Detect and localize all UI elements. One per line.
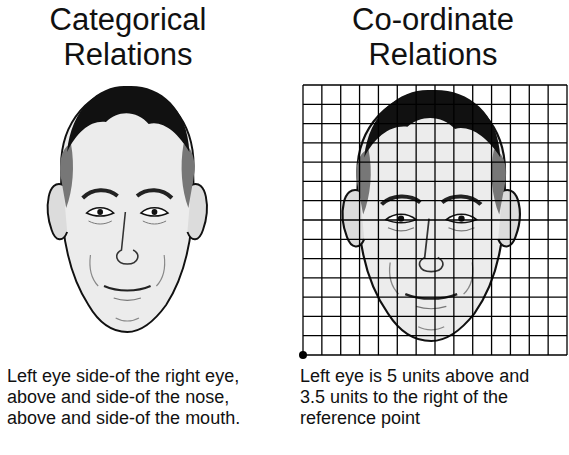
hair bbox=[67, 86, 189, 152]
grid-line bbox=[303, 84, 567, 85]
grid-line bbox=[303, 181, 567, 182]
nose bbox=[420, 219, 443, 272]
grid-line bbox=[303, 104, 567, 105]
eye bbox=[87, 208, 114, 216]
pupil bbox=[152, 209, 158, 215]
face-drawing bbox=[48, 86, 207, 332]
grid-line bbox=[303, 335, 567, 336]
eye-bag bbox=[388, 228, 414, 231]
grid-line bbox=[303, 219, 567, 220]
chin-line bbox=[418, 327, 444, 330]
reference-point bbox=[299, 351, 307, 359]
pupil bbox=[398, 216, 404, 222]
eyebrow bbox=[83, 190, 118, 198]
lip bbox=[114, 298, 141, 300]
side-hair bbox=[182, 144, 195, 208]
cheek-line bbox=[156, 255, 164, 286]
grid-line bbox=[303, 296, 567, 297]
lip bbox=[416, 306, 446, 308]
grid-line bbox=[303, 142, 567, 143]
eye bbox=[386, 214, 416, 222]
eye bbox=[141, 208, 168, 216]
grid-line bbox=[303, 123, 567, 124]
nose bbox=[117, 212, 138, 264]
panel-title: Co-ordinate Relations bbox=[318, 2, 548, 72]
grid-line bbox=[303, 239, 567, 240]
mouth bbox=[104, 286, 151, 291]
eye bbox=[446, 214, 476, 222]
caption-text: Left eye is 5 units above and 3.5 units … bbox=[300, 366, 555, 429]
eye-bag bbox=[143, 221, 166, 224]
grid-line bbox=[303, 200, 567, 201]
mouth bbox=[405, 294, 457, 299]
face-drawing bbox=[343, 90, 520, 341]
coordinate-grid bbox=[303, 85, 567, 355]
eye-bag bbox=[89, 221, 112, 224]
grid-line bbox=[303, 316, 567, 317]
pupil bbox=[458, 216, 464, 222]
eye-bag bbox=[448, 228, 474, 231]
caption-text: Left eye side-of the right eye, above an… bbox=[7, 366, 277, 429]
panel-title: Categorical Relations bbox=[28, 2, 228, 72]
chin-line bbox=[116, 318, 139, 321]
side-hair bbox=[60, 144, 73, 208]
eyebrow bbox=[137, 190, 172, 198]
cheek-line bbox=[90, 255, 98, 286]
grid-line bbox=[303, 161, 567, 162]
grid-line bbox=[303, 258, 567, 259]
grid-line bbox=[303, 277, 567, 278]
pupil bbox=[97, 209, 103, 215]
grid-line bbox=[303, 354, 567, 355]
